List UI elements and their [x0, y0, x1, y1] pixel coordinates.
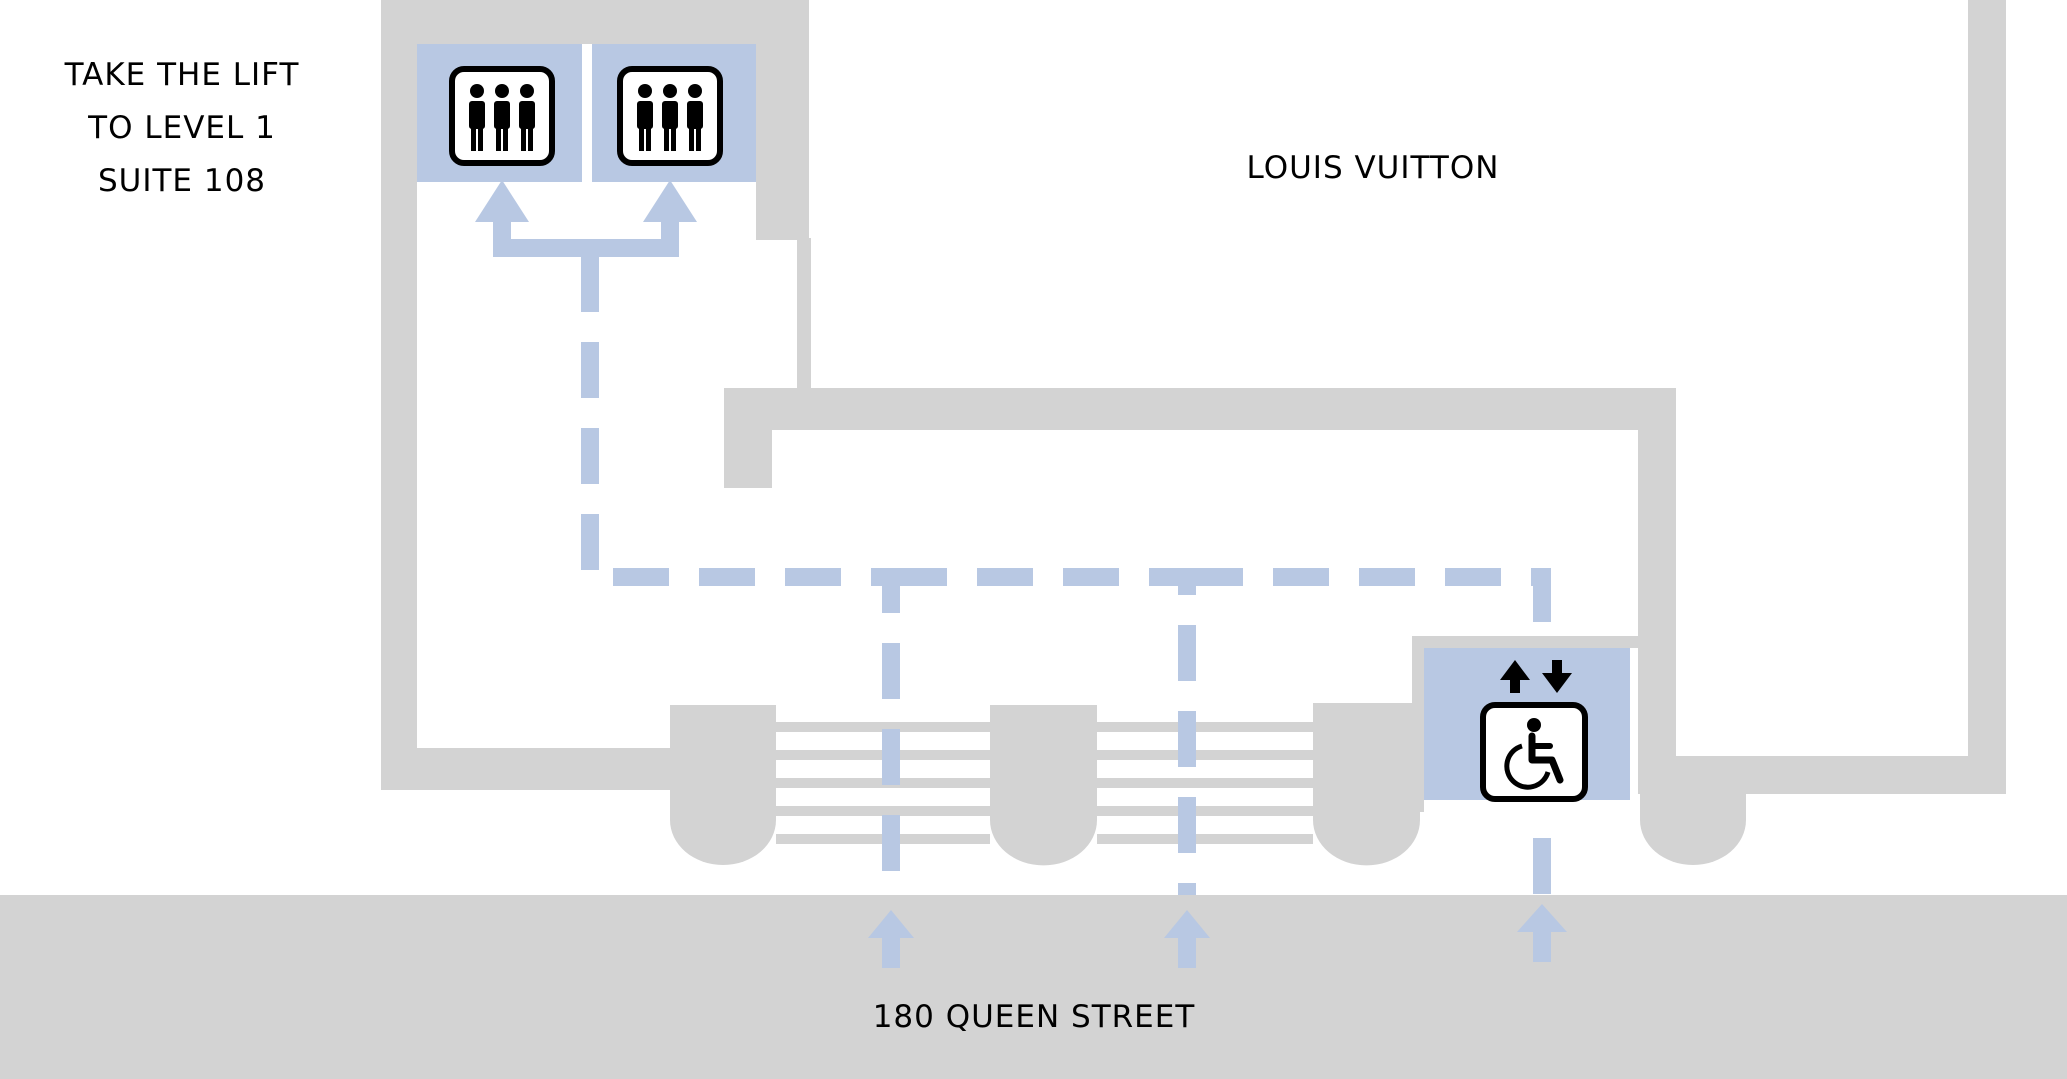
up-arrow-icon [475, 180, 529, 222]
directions-line: TO LEVEL 1 [87, 110, 276, 146]
street-area [0, 895, 2067, 1079]
wheelchair-icon [1480, 702, 1588, 802]
pillar [1640, 760, 1746, 865]
street-label: 180 QUEEN STREET [873, 999, 1196, 1035]
up-arrow-icon [1517, 904, 1567, 962]
up-down-arrows-icon [1500, 660, 1572, 693]
directions-line: TAKE THE LIFT [64, 57, 300, 93]
pillar [990, 705, 1097, 866]
up-arrow-icon [868, 910, 914, 968]
route-to-lifts [493, 205, 1551, 895]
entrance-pillars [670, 703, 1746, 866]
up-arrow-icon [643, 180, 697, 222]
passenger-lift-icon [617, 66, 723, 166]
pillar [670, 705, 776, 865]
pillar [1313, 703, 1420, 866]
directions-line: SUITE 108 [98, 163, 266, 199]
route-arrowheads [475, 180, 1567, 968]
neighbour-store-label: LOUIS VUITTON [1247, 150, 1500, 186]
up-arrow-icon [1164, 910, 1210, 968]
passenger-lift-icon [449, 66, 555, 166]
